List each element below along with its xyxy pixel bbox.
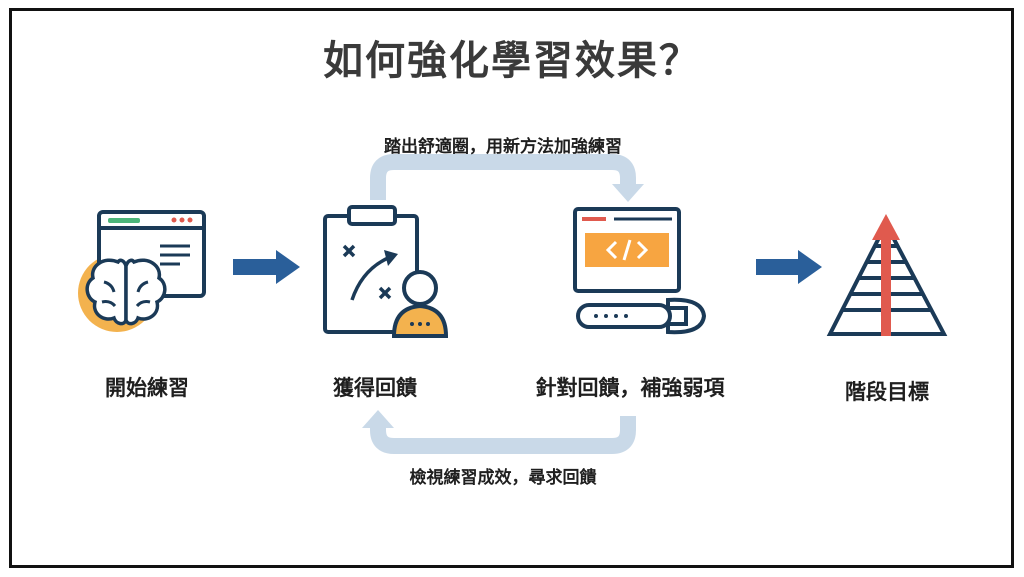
loop-label-bottom: 檢視練習成效，尋求回饋 (409, 468, 597, 488)
step-label-start-practice: 開始練習 (105, 376, 189, 400)
loop-arrow-bottom (362, 410, 636, 454)
step-label-improve-weakness: 針對回饋，補強弱項 (535, 376, 725, 400)
step-label-get-feedback: 獲得回饋 (333, 376, 417, 400)
brain-browser-icon (78, 210, 206, 332)
step-arrow-1 (233, 250, 300, 284)
code-wrench-icon (573, 207, 707, 335)
pyramid-arrow-icon (826, 214, 948, 336)
loop-arrow-top (370, 154, 644, 202)
diagram-title: 如何強化學習效果？ (323, 38, 701, 84)
clipboard-strategy-icon (323, 205, 449, 338)
loop-label-top: 踏出舒適圈，用新方法加強練習 (384, 137, 622, 157)
step-label-stage-goal: 階段目標 (845, 380, 929, 404)
step-arrow-2 (756, 250, 822, 284)
